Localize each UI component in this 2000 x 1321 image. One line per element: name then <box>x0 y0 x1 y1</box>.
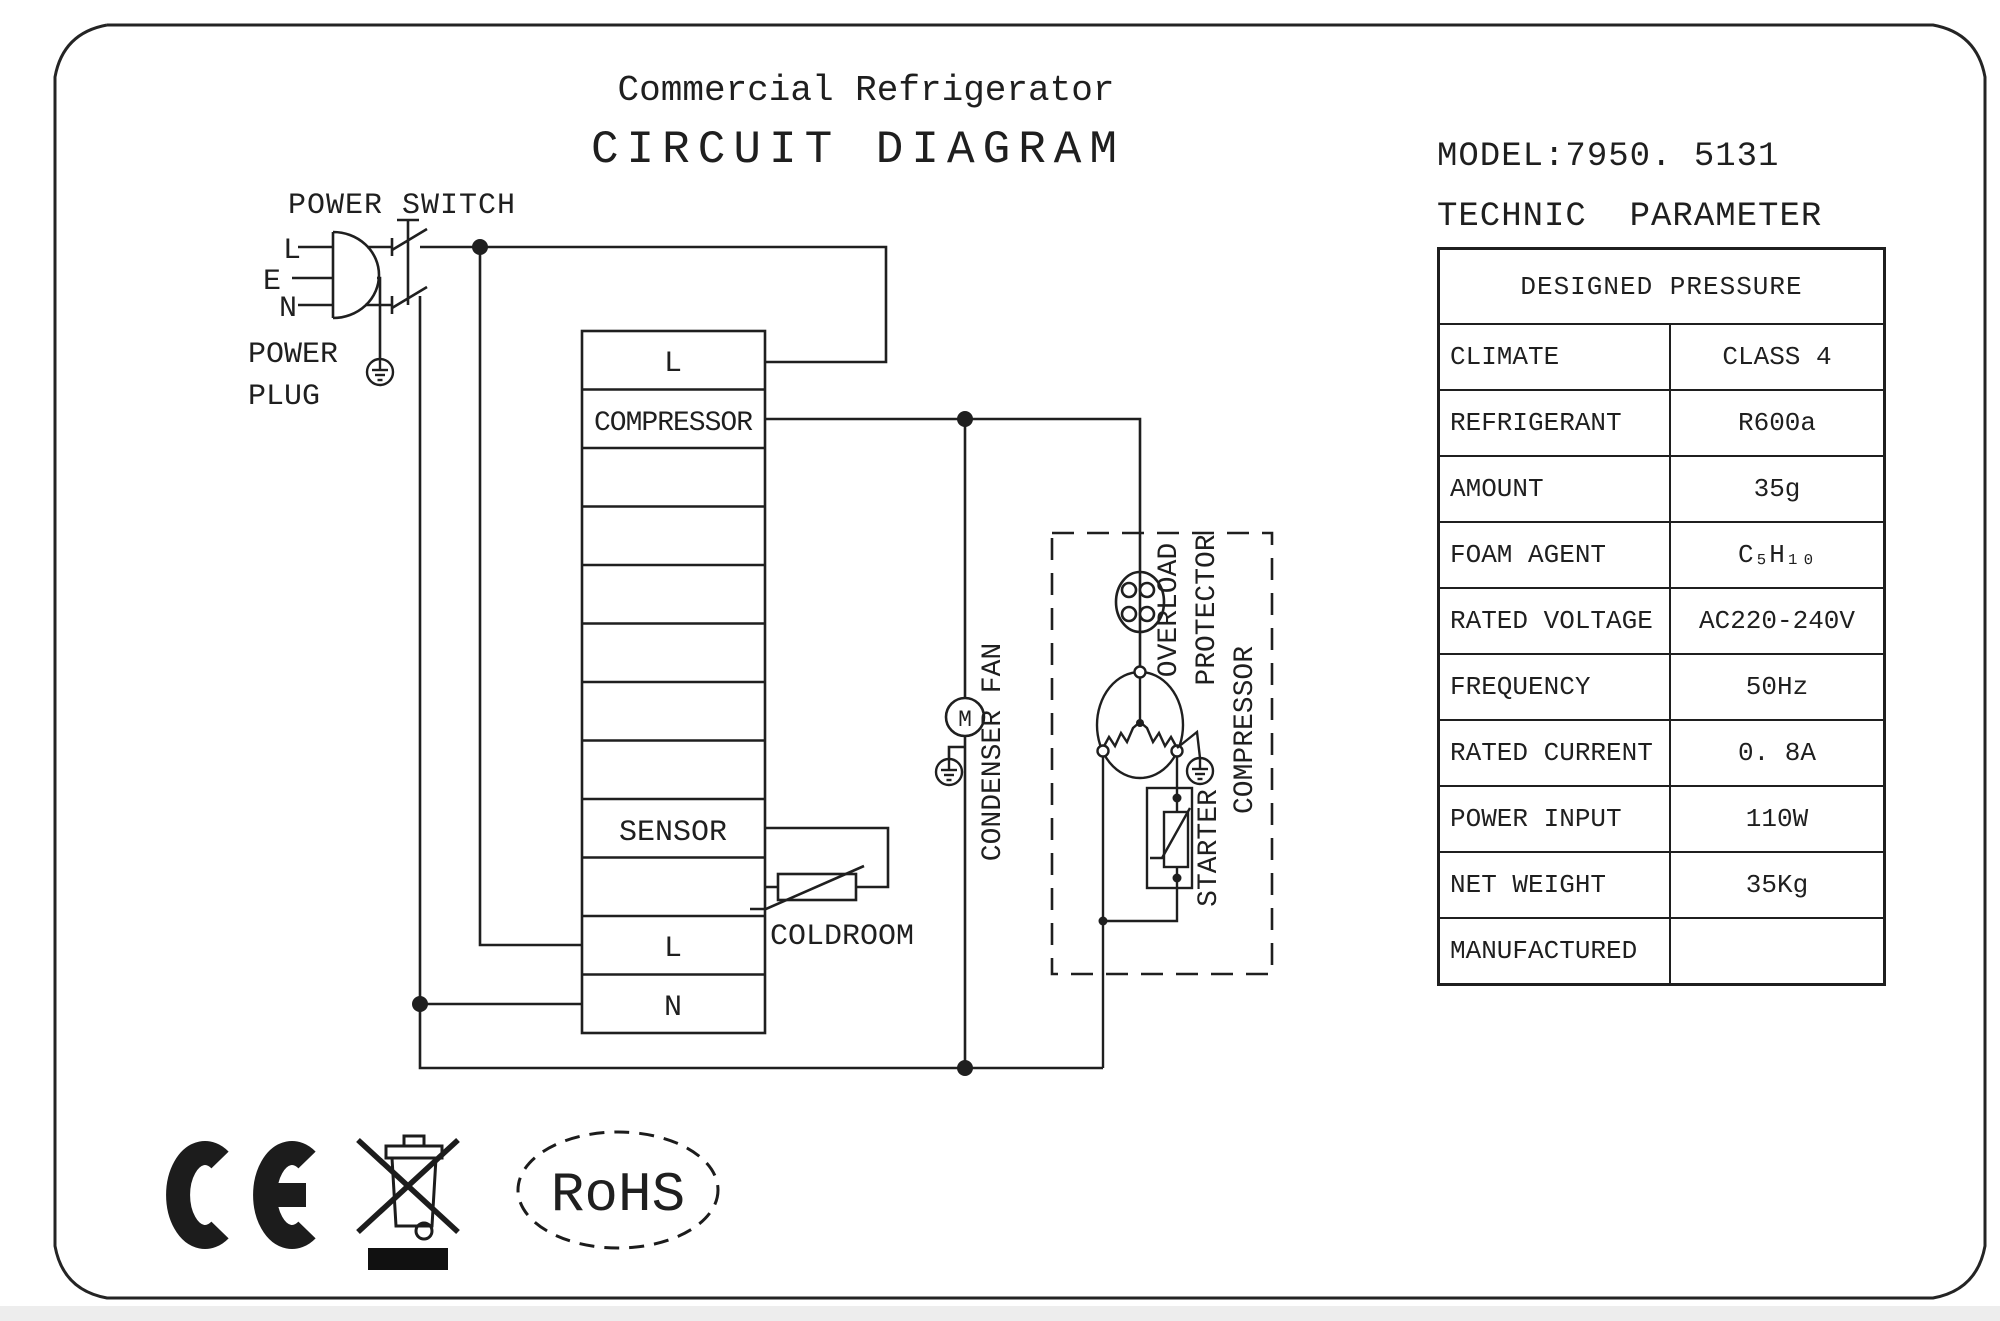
compressor-label: COMPRESSOR <box>1230 646 1261 814</box>
junction-dot <box>957 411 973 427</box>
param-value: 50Hz <box>1671 655 1883 721</box>
sensor-loop <box>765 826 890 889</box>
table-header-designed-pressure: DESIGNED PRESSURE <box>1440 250 1883 325</box>
label-border <box>53 23 1987 1300</box>
power-plug <box>292 230 392 358</box>
wire-live-branch <box>478 247 582 947</box>
plug-ground-icon <box>365 357 395 387</box>
fan-motor-letter: M <box>958 707 972 733</box>
param-value: 35g <box>1671 457 1883 523</box>
wire-live-top <box>420 245 888 364</box>
power-plug-label-line1: POWER <box>248 338 338 372</box>
fan-ground-icon <box>934 757 964 787</box>
junction-dot <box>412 996 428 1012</box>
power-plug-label-line2: PLUG <box>248 380 320 414</box>
plug-terminal-label-e: E <box>263 265 281 299</box>
weee-bar <box>368 1248 448 1270</box>
coldroom-thermistor-icon <box>750 864 865 911</box>
rohs-label: RoHS <box>551 1163 685 1227</box>
plug-terminal-label-l: L <box>283 234 301 268</box>
coldroom-label: COLDROOM <box>770 920 914 954</box>
overload-protector-icon <box>1114 570 1166 634</box>
ptc-starter-icon <box>1098 756 1194 1068</box>
rohs-mark <box>516 1130 720 1250</box>
parameter-table: DESIGNED PRESSURE CLIMATE CLASS 4 REFRIG… <box>1437 247 1886 986</box>
condenser-fan-label: CONDENSER FAN <box>978 643 1009 861</box>
earth-wire <box>377 276 382 358</box>
weee-bin-icon <box>356 1134 460 1270</box>
param-value: 35Kg <box>1671 853 1883 919</box>
plug-terminal-label-n: N <box>279 292 297 326</box>
param-label: RATED CURRENT <box>1440 721 1671 787</box>
junction-dot <box>957 1060 973 1076</box>
motor-winding-icon <box>1095 665 1185 780</box>
wires <box>418 245 1142 1070</box>
overload-label-line2: PROTECTOR <box>1192 534 1223 685</box>
fan-motor-icon <box>944 696 986 738</box>
power-switch-label: POWER SWITCH <box>288 189 516 223</box>
param-label: POWER INPUT <box>1440 787 1671 853</box>
technic-parameter-heading: TECHNIC PARAMETER <box>1437 198 1823 236</box>
starter-label: STARTER <box>1194 789 1225 907</box>
param-value: 110W <box>1671 787 1883 853</box>
ce-mark-icon <box>166 1141 316 1249</box>
terminal-row-label-neutral: N <box>664 991 682 1025</box>
fan-ground-stub <box>947 745 965 759</box>
shell-ground-wire <box>1176 729 1202 759</box>
param-value <box>1671 919 1883 983</box>
param-label: FOAM AGENT <box>1440 523 1671 589</box>
param-value: 0. 8A <box>1671 721 1883 787</box>
page-subtitle: Commercial Refrigerator <box>618 70 1115 111</box>
terminal-row-label-sensor: SENSOR <box>619 816 727 850</box>
power-switch <box>390 218 428 314</box>
param-label: NET WEIGHT <box>1440 853 1671 919</box>
param-label: CLIMATE <box>1440 325 1671 391</box>
wire-neutral <box>418 296 1103 1070</box>
overload-label-line1: OVERLOAD <box>1154 543 1185 677</box>
param-label: AMOUNT <box>1440 457 1671 523</box>
junction-dots <box>412 239 973 1076</box>
page-title: CIRCUIT DIAGRAM <box>591 124 1125 176</box>
param-value: R600a <box>1671 391 1883 457</box>
param-label: RATED VOLTAGE <box>1440 589 1671 655</box>
param-value: C₅H₁₀ <box>1671 523 1883 589</box>
wire-compressor-feed <box>765 417 1142 677</box>
terminal-block <box>580 329 767 1035</box>
param-label: FREQUENCY <box>1440 655 1671 721</box>
param-label: REFRIGERANT <box>1440 391 1671 457</box>
param-value: CLASS 4 <box>1671 325 1883 391</box>
terminal-row-label-live: L <box>664 347 682 381</box>
bottom-strip <box>0 1306 2000 1321</box>
compressor-box <box>1050 531 1274 976</box>
terminal-row-label-compressor: COMPRESSOR <box>594 408 753 439</box>
terminal-row-label-live2: L <box>664 932 682 966</box>
param-label: MANUFACTURED <box>1440 919 1671 983</box>
junction-dot <box>472 239 488 255</box>
param-value: AC220-240V <box>1671 589 1883 655</box>
model-text: MODEL:7950. 5131 <box>1437 138 1780 176</box>
compressor-ground-icon <box>1185 756 1215 786</box>
